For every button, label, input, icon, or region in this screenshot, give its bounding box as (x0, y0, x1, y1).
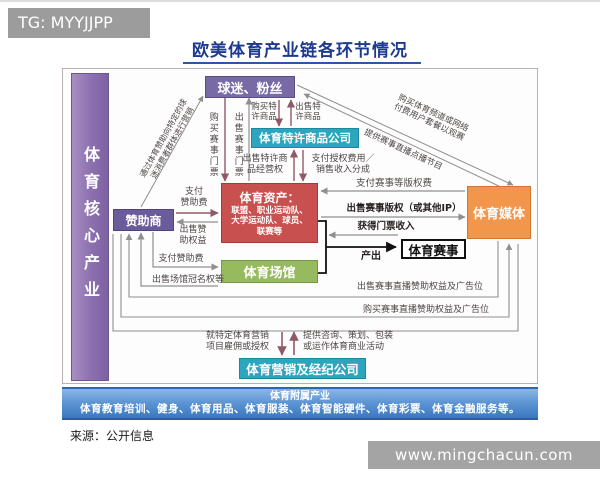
core-industry-sidebar: 体育核心产业 (71, 73, 109, 381)
node-marketing-agency: 体育营销及经纪公司 (239, 358, 366, 379)
edge-label-output: 产出 (361, 251, 381, 262)
sports-assets-body: 联盟、职业运动队、 大学运动队、球员、 联赛等 (231, 205, 308, 237)
core-industry-label: 体育核心产业 (81, 146, 100, 308)
edge-label-pay-sponsor-fee-assets: 支付 赞助费 (180, 187, 208, 208)
edge-label-sell-broadcast: 出售赛事直播赞助权益及广告位 (356, 282, 483, 292)
node-sports-event: 体育赛事 (401, 239, 466, 259)
connector-arrows (112, 84, 519, 356)
node-sponsor: 赞助商 (113, 209, 174, 231)
node-licensed-goods-company: 体育特许商品公司 (251, 128, 359, 148)
edge-label-sell-sponsor-rights: 出售赞 助权益 (179, 225, 207, 246)
edge-label-sell-tickets: 出售赛事门票 (232, 112, 243, 178)
edge-label-provide-consulting: 提供咨询、策划、包装 或运作体育商业活动 (303, 331, 394, 352)
edge-label-pay-sponsor-fee-stadium: 支付赞助费 (158, 254, 204, 264)
edge-label-buy-broadcast: 购买赛事直播赞助权益及广告位 (362, 305, 489, 315)
edge-label-sell-merch: 出售特 许商品 (295, 102, 321, 123)
node-fans: 球迷、粉丝 (205, 76, 295, 98)
source-note: 来源：公开信息 (70, 429, 155, 443)
affiliated-industry-bar: 体育附属产业 体育教育培训、健身、体育用品、体育服装、体育智能硬件、体育彩票、体… (62, 387, 538, 420)
node-stadium: 体育场馆 (221, 260, 318, 283)
edge-label-buy-merch: 购买特 许商品 (251, 102, 277, 123)
title-underline (183, 62, 421, 64)
top-divider (0, 0, 600, 2)
page-title: 欧美体育产业链各环节情况 (192, 41, 408, 61)
edge-label-sell-event-rights: 出售赛事版权（或其他IP） (346, 203, 462, 214)
tg-badge: TG: MYYJJPP (8, 8, 150, 38)
edge-label-pay-rights-fee: 支付赛事等版权费 (355, 178, 432, 189)
node-sports-assets: 体育资产： 联盟、职业运动队、 大学运动队、球员、 联赛等 (221, 183, 318, 243)
edge-label-sell-merch-rights: 出售特许商 品经营权 (242, 154, 288, 175)
sports-assets-title: 体育资产： (239, 190, 300, 205)
edge-label-buy-tickets: 购买赛事门票 (207, 112, 218, 178)
affiliated-industry-list: 体育教育培训、健身、体育用品、体育服装、体育智能硬件、体育彩票、体育金融服务等。 (80, 402, 520, 415)
edge-label-hire-marketing: 就特定体育营销 项目雇佣或授权 (205, 331, 269, 352)
watermark: www.mingchacun.com (368, 441, 600, 469)
node-media: 体育媒体 (467, 186, 531, 239)
edge-label-sell-naming-rights: 出售场馆冠名权等 (151, 275, 224, 285)
affiliated-industry-title: 体育附属产业 (270, 390, 330, 402)
edge-label-pay-license-fee: 支付授权费用／ 销售收入分成 (311, 154, 375, 175)
edge-label-ticket-income: 获得门票收入 (357, 221, 415, 232)
industry-chain-diagram: 体育核心产业 球迷、粉丝 体育特许商品公司 体育资产： 联盟、职业运动队、 大学… (62, 68, 538, 384)
